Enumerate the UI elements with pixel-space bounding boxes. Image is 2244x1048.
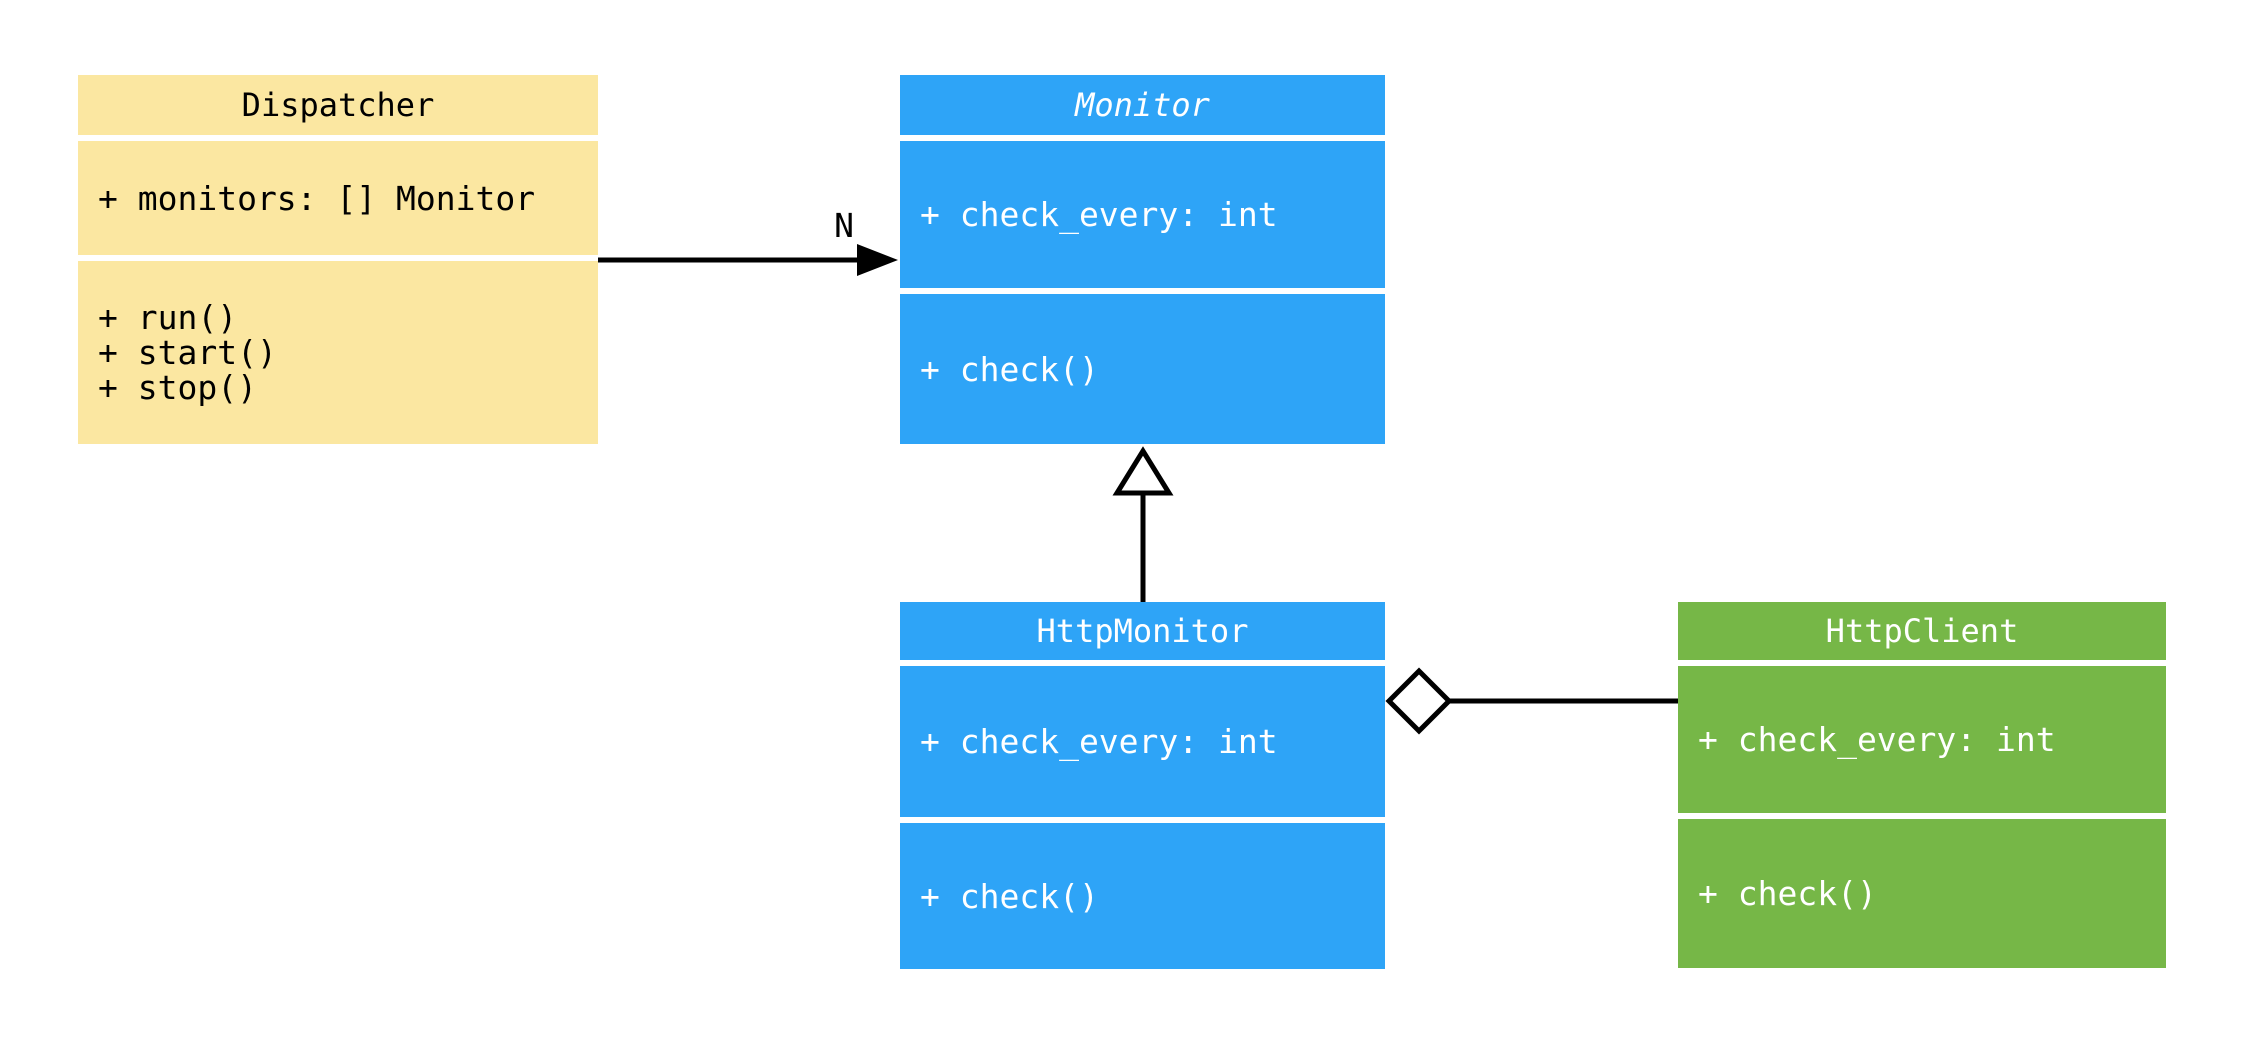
class-attributes-section: + check_every: int	[900, 141, 1385, 288]
class-box-monitor: Monitor + check_every: int + check()	[900, 75, 1385, 444]
inheritance-edge-httpmonitor-monitor	[1112, 446, 1174, 602]
method-item: + stop()	[98, 368, 257, 407]
method-item: + start()	[98, 333, 277, 372]
class-title: Dispatcher	[78, 75, 598, 135]
method-item: + run()	[98, 298, 238, 337]
class-methods-section: + check()	[900, 294, 1385, 444]
class-attributes-section: + check_every: int	[900, 666, 1385, 817]
class-box-httpmonitor: HttpMonitor + check_every: int + check()	[900, 602, 1385, 969]
hollow-triangle-icon	[1112, 446, 1174, 496]
class-title: HttpClient	[1678, 602, 2166, 660]
method-item: + check()	[920, 876, 1099, 916]
class-methods-section: + check()	[900, 823, 1385, 969]
attribute-item: + check_every: int	[920, 722, 1278, 761]
method-item: + check()	[1698, 874, 1877, 913]
class-methods-section: + check()	[1678, 819, 2166, 968]
attribute-item: + check_every: int	[1698, 720, 2056, 759]
aggregation-edge-httpmonitor-httpclient	[1385, 667, 1678, 735]
association-edge-dispatcher-monitor	[598, 244, 898, 276]
class-box-dispatcher: Dispatcher + monitors: [] Monitor + run(…	[78, 75, 598, 444]
class-methods-section: + run() + start() + stop()	[78, 261, 598, 444]
class-title: HttpMonitor	[900, 602, 1385, 660]
class-box-httpclient: HttpClient + check_every: int + check()	[1678, 602, 2166, 968]
attribute-item: + check_every: int	[920, 195, 1278, 234]
class-attributes-section: + monitors: [] Monitor	[78, 141, 598, 255]
method-item: + check()	[920, 349, 1099, 389]
filled-arrowhead-icon	[857, 244, 898, 276]
class-title: Monitor	[900, 75, 1385, 135]
attribute-item: + monitors: [] Monitor	[98, 178, 536, 218]
association-multiplicity-label: N	[834, 206, 854, 245]
hollow-diamond-icon	[1385, 667, 1453, 735]
class-attributes-section: + check_every: int	[1678, 666, 2166, 813]
